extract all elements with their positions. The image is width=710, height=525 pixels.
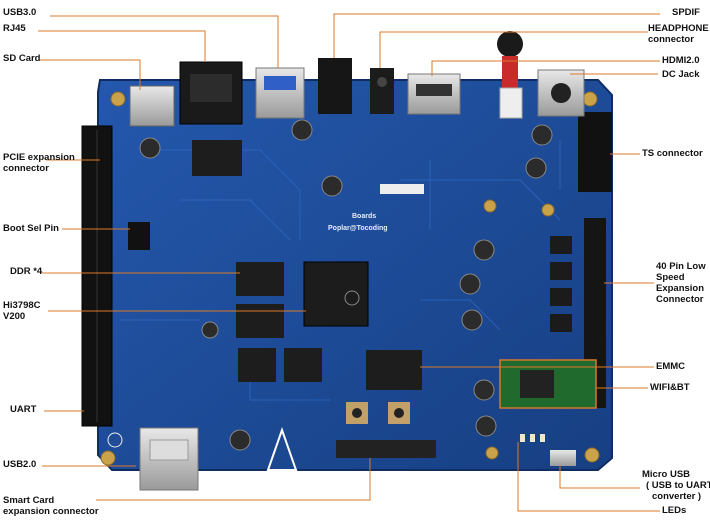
smartcard-header xyxy=(336,440,436,458)
label-usb3: USB3.0 xyxy=(3,7,37,18)
label-soc-line2: V200 xyxy=(3,311,26,322)
usb3-port xyxy=(255,67,305,119)
micro-usb-port xyxy=(550,450,576,466)
label-headphone-line1: HEADPHONE xyxy=(648,23,709,34)
label-leds: LEDs xyxy=(662,505,687,516)
capacitors xyxy=(139,119,553,451)
label-40pin-line2: Speed xyxy=(656,272,685,283)
label-emmc: EMMC xyxy=(656,361,686,372)
sd-card-slot xyxy=(129,85,175,127)
label-sdcard: SD Card xyxy=(3,53,41,64)
label-rj45: RJ45 xyxy=(3,23,26,34)
ddr-chip-3 xyxy=(238,348,276,382)
label-40pin-line4: Connector xyxy=(656,294,704,305)
label-40pin-line3: Expansion xyxy=(656,283,705,294)
label-uart: UART xyxy=(10,404,37,415)
ts-connector xyxy=(578,112,612,192)
power-switch xyxy=(497,31,523,57)
ethernet-chip xyxy=(192,140,242,176)
label-microusb-line2: ( USB to UART xyxy=(646,480,710,491)
label-microusb-line1: Micro USB xyxy=(642,469,691,480)
label-hdmi: HDMI2.0 xyxy=(662,55,700,66)
silkscreen-logo-line1: Boards xyxy=(352,213,376,220)
inductors xyxy=(550,236,572,332)
label-smartcard-line1: Smart Card xyxy=(3,495,55,506)
label-dcjack: DC Jack xyxy=(662,69,700,80)
label-pcie-line1: PCIE expansion xyxy=(3,152,75,163)
label-soc-line1: Hi3798C xyxy=(3,300,41,311)
soc-chip xyxy=(303,261,369,327)
label-usb2: USB2.0 xyxy=(3,459,37,470)
ddr-chip-2 xyxy=(236,304,284,338)
callout-lines xyxy=(38,13,660,512)
label-ts: TS connector xyxy=(642,148,703,159)
label-headphone-line2: connector xyxy=(648,34,694,45)
headphone-jack xyxy=(370,68,394,114)
mounting-holes xyxy=(100,91,600,466)
leds xyxy=(520,434,545,442)
label-boot-sel: Boot Sel Pin xyxy=(3,223,59,234)
ddr-chip-4 xyxy=(284,348,322,382)
label-spdif: SPDIF xyxy=(672,7,700,18)
label-ddr: DDR *4 xyxy=(10,266,43,277)
boot-sel-pins xyxy=(128,222,150,250)
ddr-chip-1 xyxy=(236,262,284,296)
label-pcie-line2: connector xyxy=(3,163,49,174)
silkscreen-logo-line2: Poplar@Tocoding xyxy=(328,225,388,232)
emmc-chip xyxy=(366,350,422,390)
spdif-port xyxy=(318,58,352,114)
label-40pin-line1: 40 Pin Low xyxy=(656,261,706,272)
board-logo xyxy=(266,426,298,471)
label-smartcard-line2: expansion connector xyxy=(3,506,99,517)
label-microusb-line3: converter ) xyxy=(652,491,702,502)
label-wifi-bt: WIFI&BT xyxy=(650,382,690,393)
fpc-connector xyxy=(380,184,424,194)
